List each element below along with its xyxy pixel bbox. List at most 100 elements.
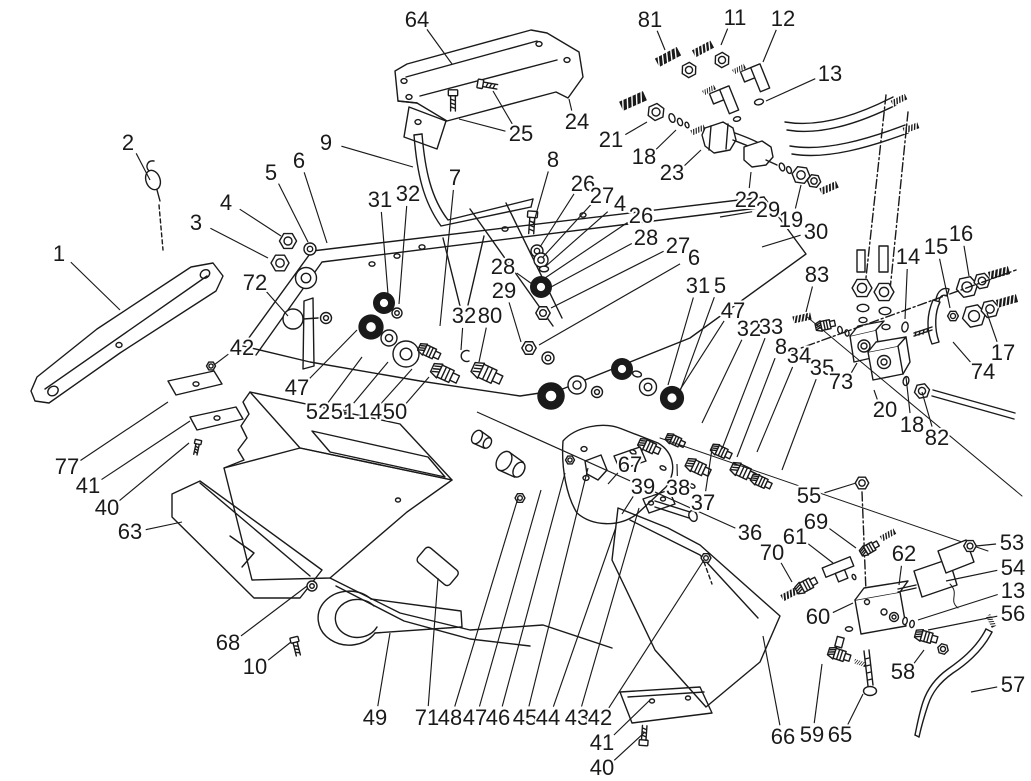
leader-line-49 [377,632,391,707]
part-label-52: 52 [306,399,330,424]
leader-line-52 [327,356,363,403]
part-label-4: 4 [220,190,232,215]
lift-rod-artwork [413,133,534,227]
part-label-2: 2 [122,130,134,155]
left-hardware-artwork [167,232,332,456]
part-label-5: 5 [714,273,726,298]
leader-line-45 [528,467,589,707]
part-label-32: 32 [452,303,476,328]
top-hydraulics-artwork [618,40,920,301]
leader-line-47 [308,329,358,381]
leader-line-63 [145,521,183,531]
leader-line-12 [762,29,777,63]
part-label-9: 9 [320,130,332,155]
leader-line-61 [807,543,834,564]
leader-line-46 [501,472,566,707]
leader-line-14 [380,368,413,404]
right-wing-artwork [611,507,781,747]
part-label-37: 37 [691,490,715,515]
leader-line-2 [135,153,151,181]
leader-line-72 [265,291,289,317]
part-label-62: 62 [892,541,916,566]
leader-line-32 [398,205,408,305]
part-label-83: 83 [805,262,829,287]
part-label-65: 65 [828,722,852,747]
part-label-42: 42 [588,705,612,730]
part-label-49: 49 [363,705,387,730]
leader-line-48 [454,497,519,707]
part-label-18: 18 [632,144,656,169]
leader-line-42 [213,353,229,366]
leader-line-29 [719,211,753,218]
left-seal-row-artwork [357,291,506,389]
part-label-80: 80 [478,303,502,328]
part-label-12: 12 [771,6,795,31]
leader-line-8 [736,357,776,458]
leader-line-1 [70,261,121,311]
leader-line-41 [101,420,191,481]
part-label-39: 39 [631,474,655,499]
part-label-10: 10 [243,654,267,679]
part-label-63: 63 [118,519,142,544]
leader-line-69 [829,528,857,549]
part-label-47: 47 [721,298,745,323]
part-label-23: 23 [660,160,684,185]
leader-line-35 [781,378,817,471]
part-label-72: 72 [243,270,267,295]
leader-line-73 [850,362,858,374]
part-label-73: 73 [829,369,853,394]
part-label-33: 33 [759,314,783,339]
leader-line-18 [905,376,911,414]
part-label-68: 68 [216,630,240,655]
leader-line-77 [80,401,169,461]
part-label-66: 66 [771,724,795,749]
leader-line-56 [927,615,998,631]
part-label-6: 6 [688,245,700,270]
leader-line-31 [667,297,694,386]
part-label-16: 16 [949,221,973,246]
part-label-3: 3 [190,210,202,235]
part-label-7: 7 [449,165,461,190]
leader-line-37 [705,448,713,492]
leader-line-65 [847,693,864,725]
leader-line-32 [460,327,464,351]
part-label-74: 74 [971,359,995,384]
part-label-53: 53 [1000,530,1024,555]
leader-line-47 [478,489,542,707]
part-label-71: 71 [415,705,439,730]
part-label-29: 29 [756,197,780,222]
leader-line-42 [608,559,705,709]
part-label-27: 27 [590,183,614,208]
leader-line-8 [532,171,549,226]
part-label-31: 31 [686,273,710,298]
part-label-55: 55 [797,483,821,508]
part-label-11: 11 [724,5,747,30]
leader-line-6 [538,263,681,346]
leader-line-81 [656,30,666,51]
part-label-24: 24 [565,109,589,134]
leader-line-5 [678,297,715,395]
leader-line-44 [552,526,617,707]
leader-line-58 [913,649,925,664]
part-label-50: 50 [383,399,407,424]
part-label-26: 26 [571,171,595,196]
leader-line-18 [655,129,677,150]
part-label-13: 13 [818,61,842,86]
part-label-81: 81 [638,7,662,32]
solenoid-assembly-artwork [779,476,997,738]
leader-line-15 [939,258,951,309]
part-label-5: 5 [265,160,277,185]
part-label-47: 47 [463,705,487,730]
part-label-58: 58 [891,659,915,684]
leader-line-43 [580,507,640,707]
leader-line-66 [762,635,781,726]
part-label-70: 70 [760,540,784,565]
part-label-14: 14 [896,244,920,269]
leader-line-59 [813,663,823,724]
part-label-29: 29 [492,278,516,303]
leader-line-80 [478,327,487,363]
leader-line-10 [267,641,292,661]
